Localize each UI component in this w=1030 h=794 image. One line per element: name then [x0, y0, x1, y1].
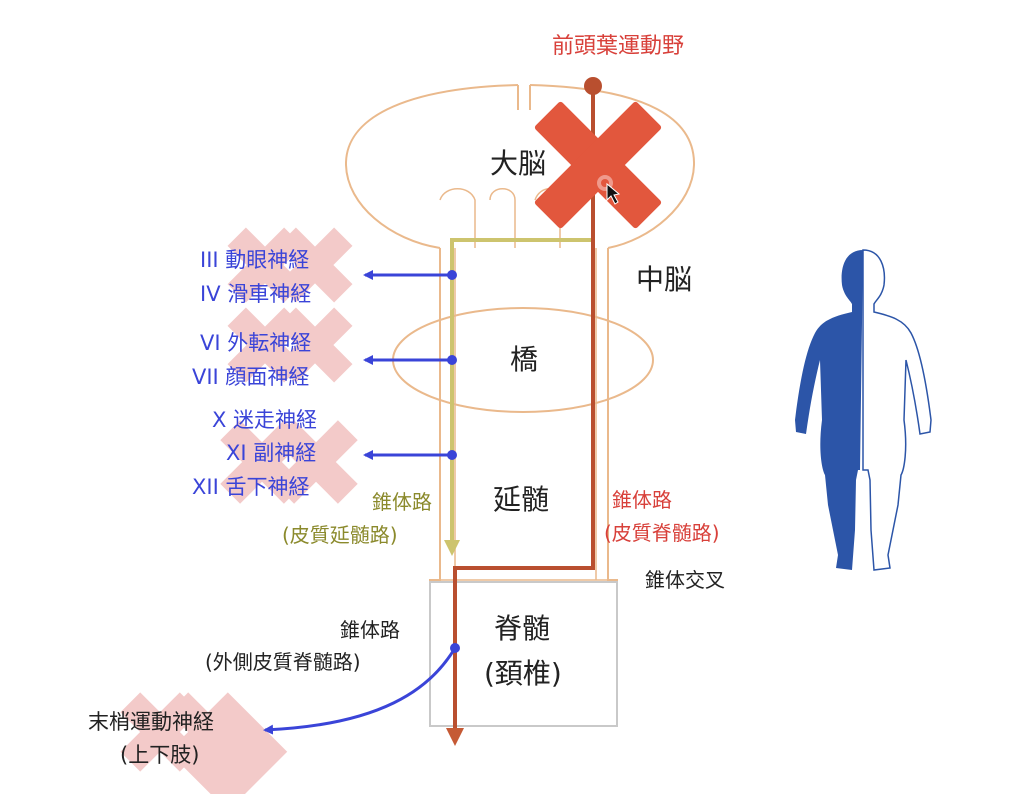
corticobulbar-label: 錐体路 [372, 492, 432, 512]
human-body-icon [795, 250, 931, 570]
cerebrum-label: 大脳 [490, 150, 546, 178]
motor-cortex-origin-dot [584, 77, 602, 95]
motor-cortex-label: 前頭葉運動野 [552, 36, 684, 58]
pons-label: 橋 [510, 346, 538, 374]
nerve-label-abducens: VI 外転神経 [200, 333, 311, 354]
spinal-cord-box [430, 582, 617, 726]
corticospinal-label: 錐体路 [612, 490, 672, 510]
peripheral-nerve-sublabel: (上下肢) [120, 745, 199, 766]
midbrain-label: 中脳 [636, 266, 692, 294]
corticospinal-arrowhead [446, 728, 464, 746]
medulla-label: 延髄 [493, 486, 549, 514]
lateral-corticospinal-sublabel: (外側皮質脊髄路) [205, 652, 361, 672]
lateral-corticospinal-label: 錐体路 [340, 620, 400, 640]
nerve-label-oculomotor: III 動眼神経 [200, 250, 309, 271]
nerve-label-hypoglossal: XII 舌下神経 [192, 477, 309, 498]
nerve-label-facial: VII 顔面神経 [192, 367, 309, 388]
corticobulbar-arrowhead [444, 540, 460, 556]
decussation-label: 錐体交叉 [645, 570, 725, 590]
nerve-label-trochlear: IV 滑車神経 [200, 284, 311, 305]
spinal-cord-sublabel: (頚椎) [484, 660, 562, 688]
nerve-label-accessory: XI 副神経 [226, 443, 316, 464]
peripheral-nerve-label: 末梢運動神経 [88, 712, 214, 733]
corticospinal-sublabel: (皮質脊髄路) [604, 523, 720, 543]
corticobulbar-sublabel: (皮質延髄路) [282, 525, 398, 545]
nerve-label-vagus: X 迷走神経 [212, 410, 317, 431]
spinal-cord-label: 脊髄 [494, 615, 550, 643]
